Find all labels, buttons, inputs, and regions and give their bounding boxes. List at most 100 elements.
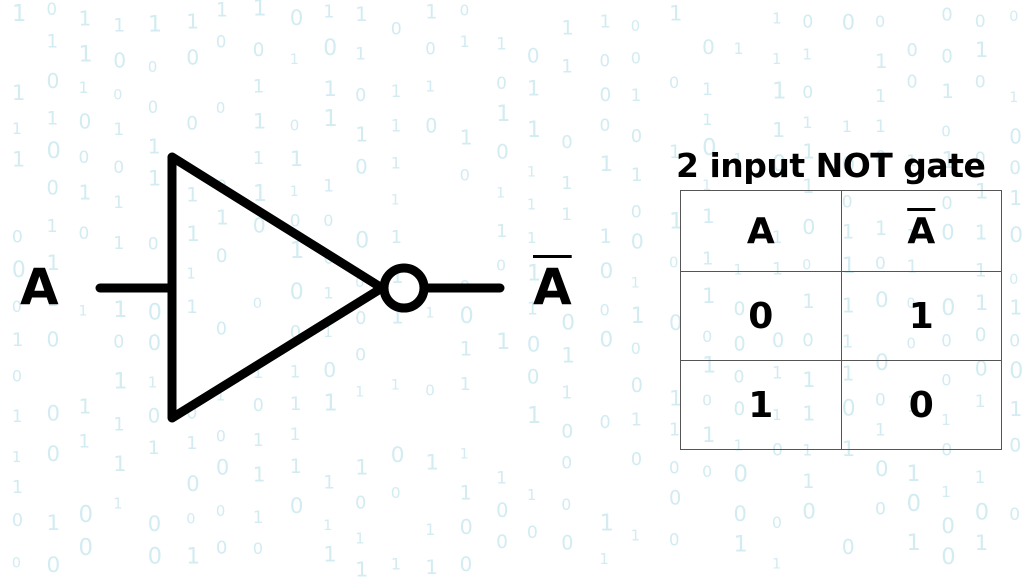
binary-digit: 1 [1009,295,1022,319]
binary-digit: 0 [216,427,226,446]
binary-digit: 0 [290,6,304,31]
binary-digit: 1 [802,113,812,132]
binary-digit: 1 [875,117,886,137]
binary-digit: 0 [79,502,94,528]
binary-digit: 0 [600,85,612,106]
binary-digit: 0 [496,257,506,275]
binary-digit: 1 [216,205,229,229]
binary-digit: 0 [941,441,952,461]
binary-digit: 0 [702,462,712,481]
binary-digit: 0 [47,69,60,93]
binary-digit: 1 [631,304,645,329]
binary-digit: 0 [1009,505,1020,525]
binary-digit: 1 [113,297,127,323]
binary-digit: 1 [290,394,302,415]
binary-digit: 1 [113,414,125,435]
header-input: A [680,190,842,272]
binary-digit: 0 [734,502,747,526]
binary-digit: 1 [631,275,640,291]
binary-digit: 1 [907,530,921,556]
binary-digit: 0 [79,223,90,243]
binary-digit: 1 [253,463,266,487]
binary-digit: 0 [702,135,716,161]
binary-digit: 1 [425,556,438,577]
binary-digit: 0 [941,122,951,140]
binary-digit: 0 [975,12,986,32]
binary-digit: 0 [290,117,300,135]
binary-digit: 0 [631,374,643,397]
table-row: 0 1 [680,271,1002,361]
binary-digit: 1 [355,385,364,401]
binary-digit: 0 [561,531,573,554]
binary-digit: 0 [253,213,266,237]
binary-digit: 1 [669,385,682,410]
binary-digit: 0 [253,396,264,416]
binary-digit: 1 [496,101,510,127]
binary-digit: 1 [600,551,609,568]
table-header-row: A A [680,190,1002,272]
binary-digit: 1 [323,283,333,302]
binary-digit: 0 [941,514,955,539]
binary-digit: 1 [12,448,22,466]
binary-digit: 0 [802,83,813,103]
binary-digit: 0 [527,366,540,389]
binary-digit: 1 [323,77,337,102]
truth-table: A A 0 1 1 0 [680,190,1002,450]
binary-digit: 0 [47,441,60,466]
binary-digit: 0 [216,538,228,559]
binary-digit: 1 [12,478,23,498]
binary-digit: 0 [631,49,641,68]
binary-digit: 1 [12,147,25,172]
binary-digit: 1 [527,117,541,143]
binary-digit: 1 [527,77,540,101]
table-cell: 1 [840,271,1002,361]
binary-digit: 0 [527,45,540,68]
binary-digit: 0 [148,234,159,254]
binary-digit: 0 [425,115,437,138]
binary-digit: 0 [561,454,572,474]
binary-digit: 1 [79,78,89,97]
binary-digit: 1 [355,45,366,65]
binary-digit: 0 [391,19,402,39]
binary-digit: 0 [772,441,783,461]
binary-digit: 1 [1009,397,1022,421]
binary-digit: 0 [875,12,885,31]
binary-digit: 0 [561,421,573,443]
binary-digit: 0 [941,47,953,68]
binary-digit: 1 [460,337,473,360]
binary-digit: 0 [12,227,23,247]
binary-digit: 1 [561,17,574,40]
binary-digit: 1 [113,452,126,476]
binary-digit: 1 [355,456,368,480]
binary-digit: 1 [802,46,812,64]
binary-digit: 1 [12,406,23,426]
binary-digit: 1 [496,221,507,242]
binary-digit: 1 [253,148,264,169]
binary-digit: 1 [186,10,199,34]
binary-digit: 1 [772,51,781,68]
binary-digit: 0 [1009,331,1020,351]
binary-digit: 0 [631,202,642,222]
binary-digit: 1 [12,1,27,27]
binary-digit: 0 [460,2,470,20]
binary-digit: 1 [460,126,473,150]
binary-digit: 1 [148,167,162,192]
binary-digit: 1 [253,181,267,207]
binary-digit: 0 [355,274,364,291]
binary-digit: 1 [496,34,507,54]
binary-digit: 0 [290,494,304,519]
binary-digit: 1 [391,554,401,573]
binary-digit: 1 [600,152,614,177]
inversion-bubble [379,263,429,313]
binary-digit: 1 [113,120,124,140]
binary-digit: 0 [1009,223,1023,248]
binary-digit: 0 [1009,359,1023,384]
binary-digit: 0 [391,443,405,468]
binary-digit: 1 [47,32,59,53]
binary-digit: 1 [79,180,92,204]
table-row: 1 0 [680,360,1002,450]
binary-digit: 0 [669,255,678,272]
binary-digit: 0 [460,303,474,329]
binary-digit: 1 [186,222,200,247]
binary-digit: 0 [975,500,989,526]
